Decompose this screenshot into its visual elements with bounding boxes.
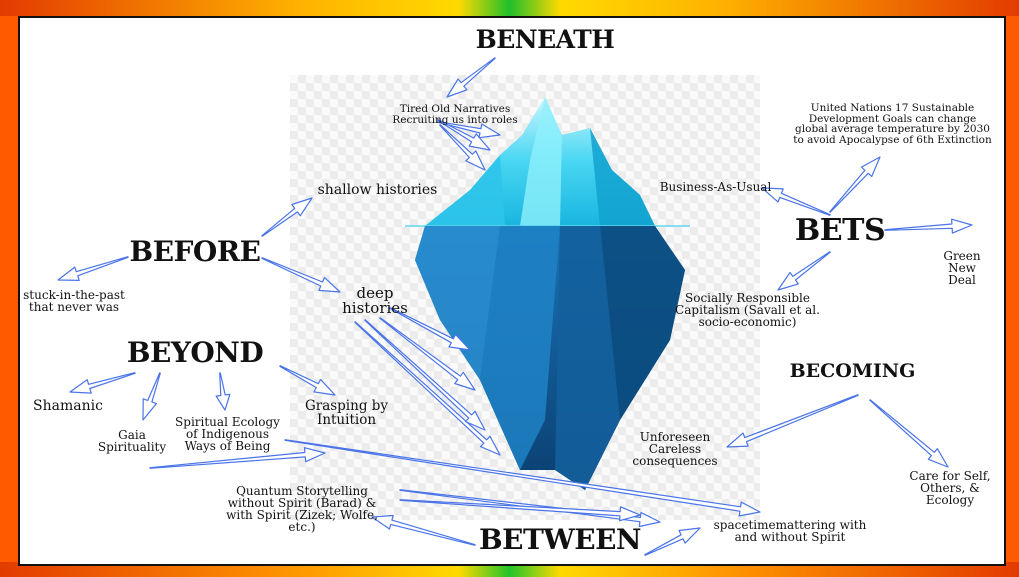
label-spiritual-ecology: Spiritual Ecology of Indigenous Ways of … — [175, 415, 280, 453]
arrow-before-shallow — [261, 197, 313, 237]
label-beyond: BEYOND — [126, 336, 264, 369]
arrow-between-spacetime — [644, 527, 701, 556]
arrow-tired-3 — [439, 124, 486, 171]
label-between: BETWEEN — [478, 523, 642, 556]
iceberg-underwater-facet — [415, 226, 500, 380]
iceberg-underwater-facet — [600, 226, 685, 420]
label-unforeseen: Unforeseen Careless consequences — [632, 430, 718, 468]
arrow-becoming-care — [869, 399, 949, 468]
label-becoming: BECOMING — [789, 360, 916, 382]
label-spacetimemattering: spacetimemattering with and without Spir… — [713, 518, 867, 544]
arrow-before-deep — [261, 257, 341, 293]
arrow-bets-business — [761, 187, 831, 216]
arrow-between-quantum — [371, 514, 476, 546]
label-before: BEFORE — [129, 235, 261, 268]
label-gaia-spirituality: Gaia Spirituality — [97, 428, 167, 454]
arrow-spiritual-between — [149, 447, 326, 469]
arrow-bets-green — [884, 218, 973, 234]
label-care-for-self: Care for Self, Others, & Ecology — [909, 469, 991, 507]
frame-left — [0, 16, 18, 562]
arrow-quantum-spacetime-1 — [399, 489, 661, 528]
iceberg-tip-facet — [520, 97, 562, 226]
label-beneath: BENEATH — [475, 25, 615, 54]
arrow-quantum-spacetime-2 — [399, 499, 641, 522]
arrow-bets-socially — [777, 251, 831, 291]
label-stuck-in-the-past: stuck-in-the-past that never was — [23, 288, 125, 314]
arrow-deep-3 — [354, 321, 501, 456]
arrow-beyond-spiritual — [215, 372, 231, 411]
arrow-beyond-gaia — [142, 372, 161, 421]
label-green-new-deal: Green New Deal — [943, 249, 981, 287]
label-tired-old-narratives: Tired Old Narratives Recruiting us into … — [392, 103, 518, 126]
label-shallow-histories: shallow histories — [317, 182, 438, 198]
arrow-before-stuck — [57, 256, 129, 281]
arrow-bets-un — [829, 156, 881, 213]
arrow-deep-1 — [389, 307, 471, 351]
label-quantum-storytelling: Quantum Storytelling without Spirit (Bar… — [226, 484, 378, 534]
label-bets: BETS — [794, 213, 886, 248]
label-business-as-usual: Business-As-Usual — [659, 180, 772, 194]
iceberg-tip-facet — [425, 155, 505, 226]
arrow-deep-4 — [364, 319, 486, 431]
label-deep-histories: deep histories — [342, 284, 408, 317]
iceberg-underwater-facet — [555, 226, 620, 490]
arrow-becoming-unforeseen — [726, 394, 859, 448]
iceberg-tip-facet — [590, 128, 655, 226]
arrow-deep-2 — [379, 317, 476, 391]
label-shamanic: Shamanic — [33, 398, 103, 414]
label-grasping-by-intuition: Grasping by Intuition — [304, 398, 389, 428]
label-un-sdg: United Nations 17 Sustainable Developmen… — [793, 102, 992, 146]
frame-gradient-top — [0, 0, 1019, 16]
arrow-spiritual-spacetime — [284, 439, 761, 517]
arrow-beneath-tired — [446, 57, 496, 98]
iceberg-underwater-facet — [480, 226, 560, 470]
arrow-tired-2 — [437, 121, 501, 139]
arrow-beyond-shamanic — [69, 372, 136, 394]
arrow-beyond-grasping — [279, 365, 336, 396]
label-socially-responsible: Socially Responsible Capitalism (Savall … — [675, 291, 820, 329]
